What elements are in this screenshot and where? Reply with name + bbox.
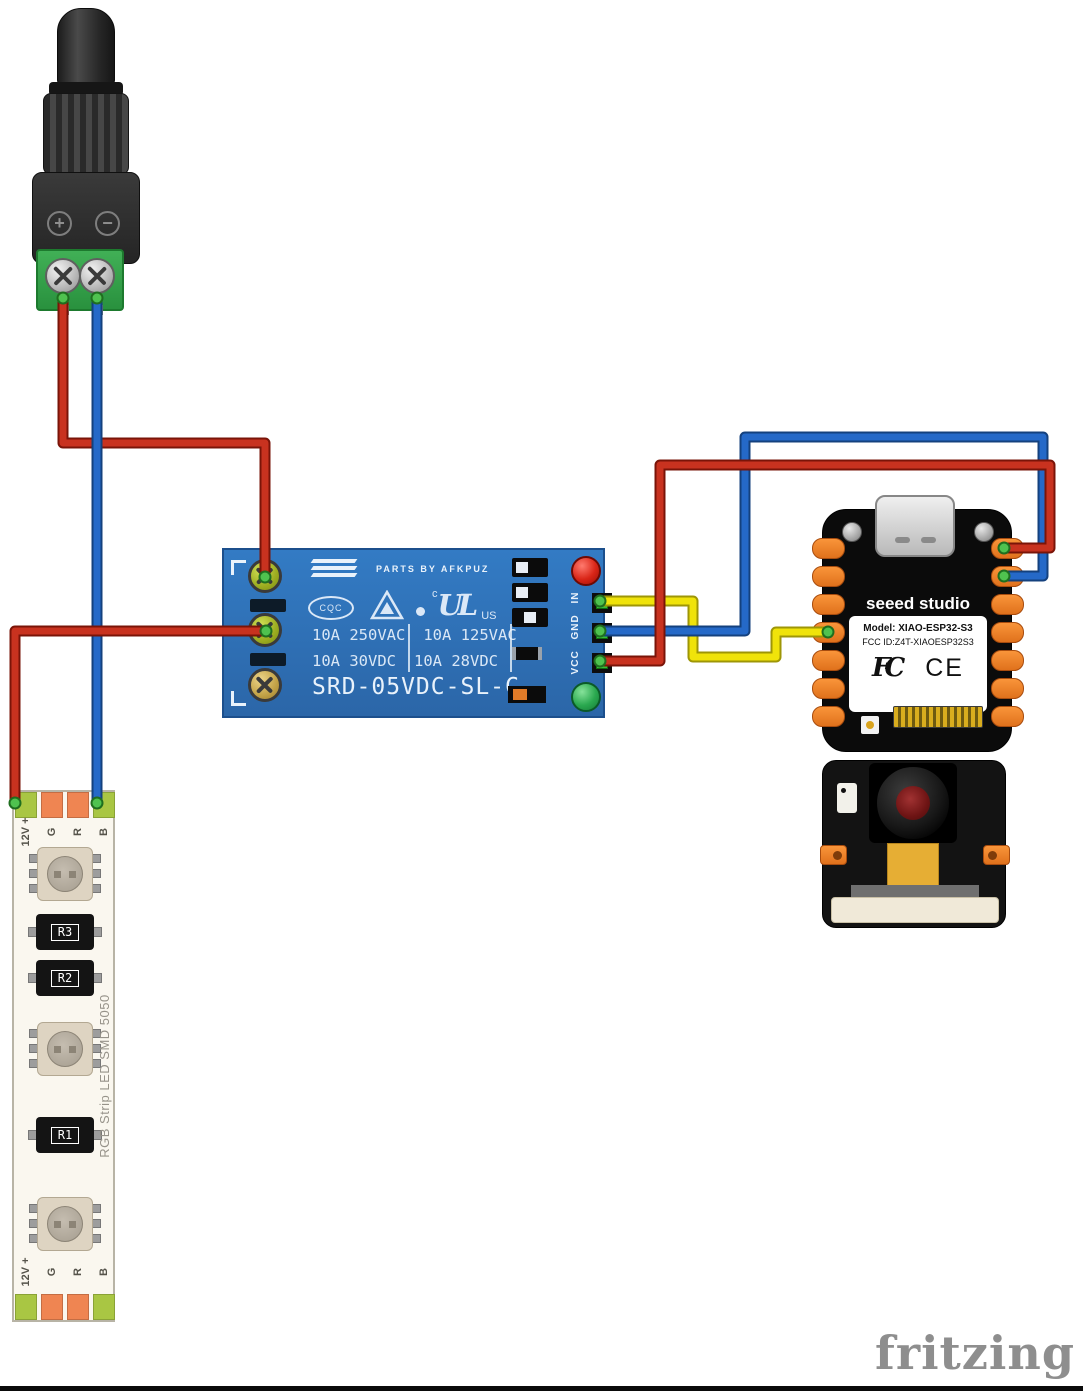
strip-pad-b-bottom[interactable]: [93, 1294, 115, 1320]
connection-dot: [593, 654, 607, 668]
relay-model-text: SRD-05VDC-SL-C: [312, 674, 520, 700]
ratings-divider: [510, 624, 512, 672]
camera-side-tab-right: [983, 845, 1010, 865]
bottom-border-line: [0, 1386, 1083, 1391]
fcc-mark-icon: FC: [872, 653, 905, 683]
connection-dot: [997, 569, 1011, 583]
strip-pad-r-bottom[interactable]: [67, 1294, 89, 1320]
connection-dot: [56, 291, 70, 305]
cqc-mark: CQC: [308, 596, 354, 620]
seeed-studio-logo: seeed studio: [866, 594, 970, 613]
relay-brand-text: PARTS BY AFKPUZ: [376, 564, 490, 574]
terminal-bracket-top: [231, 560, 246, 575]
castellated-pad-left-1[interactable]: [812, 538, 845, 559]
jumper-component: [512, 583, 548, 602]
barrel-tip: [57, 8, 115, 86]
wire-red-jack-to-relay-com[interactable]: [59, 294, 269, 581]
connection-dot: [593, 594, 607, 608]
smd-component: [512, 647, 542, 660]
resistor-label: R1: [50, 1126, 80, 1144]
castellated-pad-left-3[interactable]: [812, 594, 845, 615]
connection-dot: [90, 796, 104, 810]
wire-yellow-relay-in-to-esp-gpio[interactable]: [596, 597, 832, 661]
esp-fcc-id-text: FCC ID:Z4T-XIAOESP32S3: [862, 637, 974, 647]
esp-label-box: Model: XIAO-ESP32-S3 FCC ID:Z4T-XIAOESP3…: [849, 616, 987, 712]
board-pad-circle: [974, 522, 994, 542]
led-5050-chip: [29, 1197, 101, 1251]
strip-pad-g-bottom[interactable]: [41, 1294, 63, 1320]
castellated-pad-right-6[interactable]: [991, 678, 1024, 699]
wire-blue-relay-gnd-to-esp-gnd[interactable]: [596, 433, 1047, 635]
castellated-pad-right-7[interactable]: [991, 706, 1024, 727]
dc-barrel-jack[interactable]: + −: [0, 0, 180, 322]
barrel-collar: [49, 82, 123, 96]
resistor: R1: [28, 1117, 102, 1153]
connection-dot: [258, 570, 272, 584]
jumper-component: [512, 558, 548, 577]
strip-pad-g-top[interactable]: [41, 792, 63, 818]
barrel-knurl-nut: [43, 93, 129, 175]
wire-red-relay-vcc-to-esp-5v[interactable]: [596, 461, 1054, 665]
ratings-divider: [408, 624, 410, 672]
wire-red-relay-no-to-strip-12v[interactable]: [11, 627, 270, 807]
bottom-connector-pins: [893, 706, 983, 728]
camera-lens-icon: [875, 765, 951, 841]
relay-screw-terminal-nc[interactable]: [248, 668, 282, 702]
connection-dot: [259, 624, 273, 638]
plus-terminal-symbol: +: [47, 211, 72, 236]
relay-status-led-green: [571, 682, 601, 712]
camera-side-tab-left: [820, 845, 847, 865]
esp-model-text: Model: XIAO-ESP32-S3: [863, 623, 973, 634]
castellated-pad-left-5[interactable]: [812, 650, 845, 671]
terminal-separator: [250, 599, 286, 612]
castellated-pad-left-6[interactable]: [812, 678, 845, 699]
resistor-label: R2: [50, 969, 80, 987]
led-5050-chip: [29, 847, 101, 901]
resistor: R3: [28, 914, 102, 950]
connection-dot: [821, 625, 835, 639]
strip-pad-r-top[interactable]: [67, 792, 89, 818]
minus-terminal-symbol: −: [95, 211, 120, 236]
castellated-pad-right-4[interactable]: [991, 622, 1024, 643]
castellated-pad-right-5[interactable]: [991, 650, 1024, 671]
usb-c-port[interactable]: [875, 495, 955, 557]
relay-status-led-red: [571, 556, 601, 586]
terminal-bracket-bottom: [231, 691, 246, 706]
strip-pad-12v-bottom[interactable]: [15, 1294, 37, 1320]
connection-dot: [8, 796, 22, 810]
smd-component-orange: [508, 686, 546, 703]
castellated-pad-left-2[interactable]: [812, 566, 845, 587]
fritzing-watermark: fritzing: [875, 1326, 1075, 1380]
resistor: R2: [28, 960, 102, 996]
led-5050-chip: [29, 1022, 101, 1076]
connection-dot: [90, 291, 104, 305]
camera-connector-strip: [831, 897, 999, 923]
connection-dot: [593, 624, 607, 638]
camera-label: [837, 783, 857, 813]
terminal-separator: [250, 653, 286, 666]
bottom-chip: [861, 716, 879, 734]
castellated-pad-left-7[interactable]: [812, 706, 845, 727]
camera-module[interactable]: [820, 760, 1010, 928]
castellated-pad-right-3[interactable]: [991, 594, 1024, 615]
wire-red-relay-no-to-strip-12v[interactable]: [9, 625, 272, 809]
triangle-cert-icon: [370, 590, 404, 620]
camera-ribbon: [851, 885, 979, 899]
board-pad-circle: [842, 522, 862, 542]
cert-dot-icon: [416, 607, 425, 616]
connection-dot: [997, 541, 1011, 555]
camera-flex-cable: [887, 843, 939, 889]
resistor-label: R3: [50, 923, 80, 941]
rgb-led-strip[interactable]: 12V + G R B R3 R2 R1: [12, 790, 115, 1322]
ce-mark-icon: CE: [925, 653, 964, 682]
jack-body: + −: [32, 172, 140, 264]
jumper-component: [512, 608, 548, 627]
